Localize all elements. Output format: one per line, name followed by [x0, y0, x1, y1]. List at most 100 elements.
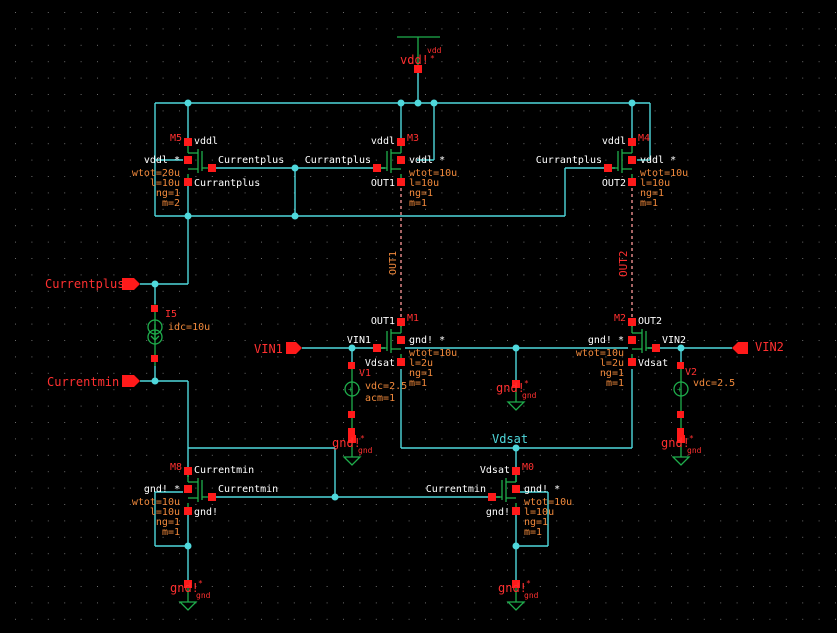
gate-pin[interactable]	[652, 344, 660, 352]
out1-net-label: OUT1	[388, 251, 399, 275]
ground-symbol[interactable]: gnd!*gnd	[332, 434, 373, 466]
drain-label: OUT1	[371, 316, 395, 327]
gate-pin[interactable]	[373, 164, 381, 172]
param-l: l=2u	[409, 358, 433, 369]
drain-pin[interactable]	[628, 138, 636, 146]
body-pin[interactable]	[184, 156, 192, 164]
gate-pin[interactable]	[488, 493, 496, 501]
instance-name: M0	[522, 462, 534, 473]
body-label: gnd! *	[409, 335, 445, 346]
ground-star: *	[689, 434, 694, 443]
gate-pin[interactable]	[373, 344, 381, 352]
v1-acm: acm=1	[365, 393, 395, 404]
port-vin1[interactable]: VIN1	[254, 342, 302, 356]
ground-symbol[interactable]: gnd!*gnd	[498, 579, 539, 611]
ground-label: gnd!	[496, 381, 525, 395]
param-wtot: wtot=10u	[640, 168, 688, 179]
param-wtot: wtot=10u	[576, 348, 624, 359]
source-pin[interactable]	[628, 358, 636, 366]
voltage-source-v2[interactable]: + V2 vdc=2.5	[673, 362, 735, 440]
source-pin[interactable]	[397, 178, 405, 186]
drain-pin[interactable]	[184, 138, 192, 146]
body-label: vddl *	[640, 155, 676, 166]
ground-symbol[interactable]: gnd!*gnd	[496, 379, 537, 411]
v2-name: V2	[685, 367, 697, 378]
source-pin[interactable]	[397, 358, 405, 366]
param-m: m=1	[409, 378, 427, 389]
drain-pin[interactable]	[628, 318, 636, 326]
gate-label: Currentmin	[426, 484, 486, 495]
body-pin[interactable]	[397, 156, 405, 164]
ground-icon	[506, 601, 526, 611]
gate-pin[interactable]	[208, 164, 216, 172]
param-ng: ng=1	[640, 188, 664, 199]
param-ng: ng=1	[524, 517, 548, 528]
port-currentmin-label: Currentmin	[47, 375, 119, 389]
param-ng: ng=1	[409, 188, 433, 199]
svg-text:+: +	[348, 385, 353, 394]
source-label: gnd!	[194, 507, 218, 518]
instance-name: M2	[614, 313, 626, 324]
param-wtot: wtot=10u	[132, 497, 180, 508]
v1-name: V1	[359, 368, 371, 379]
drain-label: Currentmin	[194, 465, 254, 476]
drain-pin[interactable]	[184, 467, 192, 475]
out2-net-label: OUT2	[617, 251, 630, 278]
port-vin2[interactable]: VIN2	[732, 340, 784, 354]
port-currentmin[interactable]: Currentmin	[47, 375, 140, 389]
grid-dots	[15, 12, 836, 620]
source-label: Vdsat	[365, 358, 395, 369]
instance-name: M4	[638, 133, 650, 144]
param-wtot: wtot=20u	[132, 168, 180, 179]
out-nets[interactable]: OUT1 OUT2	[388, 182, 633, 327]
source-pin[interactable]	[184, 178, 192, 186]
ground-label: gnd!	[661, 436, 690, 450]
vdd-pin[interactable]	[414, 65, 422, 73]
body-pin[interactable]	[628, 156, 636, 164]
source-pin[interactable]	[512, 507, 520, 515]
ground-symbol[interactable]: gnd!*gnd	[170, 579, 211, 611]
source-pin[interactable]	[628, 178, 636, 186]
instance-name: M3	[407, 133, 419, 144]
param-l: l=10u	[409, 178, 439, 189]
body-pin[interactable]	[512, 485, 520, 493]
drain-pin[interactable]	[512, 467, 520, 475]
ground-sub-label: gnd	[687, 446, 702, 455]
drain-pin[interactable]	[397, 318, 405, 326]
ground-symbol[interactable]: gnd!* gnd	[661, 434, 702, 466]
body-pin[interactable]	[397, 336, 405, 344]
current-source-i5[interactable]: I5 idc=10u	[147, 304, 210, 366]
vdd-sub-label: vdd	[427, 46, 442, 55]
param-l: l=10u	[150, 178, 180, 189]
body-pin[interactable]	[184, 485, 192, 493]
port-currentplus[interactable]: Currentplus	[45, 277, 140, 291]
drain-pin[interactable]	[397, 138, 405, 146]
port-currentplus-label: Currentplus	[45, 277, 124, 291]
body-pin[interactable]	[628, 336, 636, 344]
param-l: l=10u	[640, 178, 670, 189]
gate-label: Currantplus	[536, 155, 602, 166]
gate-pin[interactable]	[604, 164, 612, 172]
vdd-supply[interactable]: vdd! vdd *	[397, 36, 442, 73]
ground-star: *	[198, 579, 203, 588]
vdd-label: vdd!	[400, 53, 429, 67]
source-pin[interactable]	[184, 507, 192, 515]
ground-label: gnd!	[170, 581, 199, 595]
ground-icon	[178, 601, 198, 611]
gate-pin[interactable]	[208, 493, 216, 501]
ground-icon	[342, 456, 362, 466]
param-wtot: wtot=10u	[409, 168, 457, 179]
ground-icon	[671, 456, 691, 466]
voltage-source-v1[interactable]: + V1 vdc=2.5 acm=1	[344, 362, 407, 440]
